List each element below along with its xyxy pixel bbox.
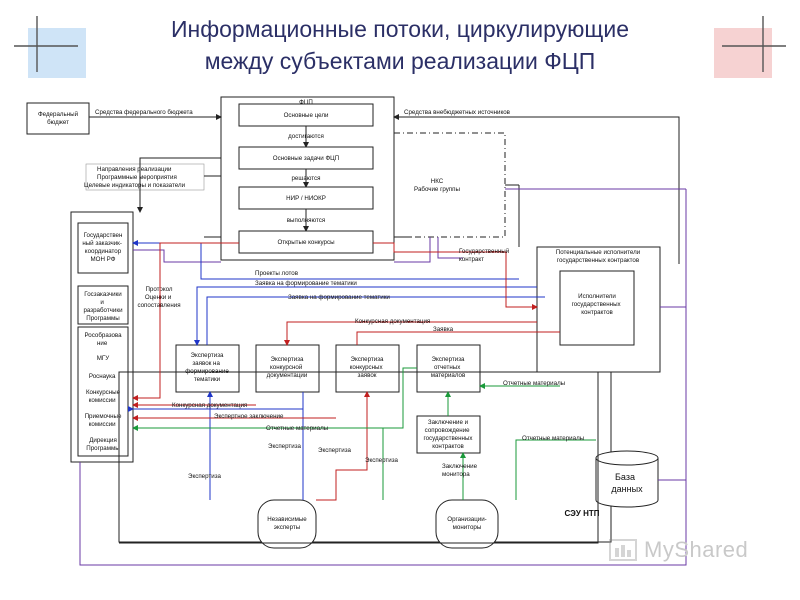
nks-box [393,132,506,238]
presentation-logo-icon [609,539,637,561]
directions-box [85,163,205,191]
monitors-box [435,499,499,549]
contests-box [238,230,374,254]
monitors-label: Организации-мониторы [447,516,486,531]
flow-contest-docs-1: Конкурсная документация [355,318,430,325]
flow-expertise-3: Экспертиза [318,447,352,454]
flow-lot-projects: Проекты лотов [255,270,299,277]
performed-label: выполняются [287,217,325,224]
flow-monitor-conclusion-1: Заключение [442,463,478,470]
flow-expert-conclusion: Экспертное заключение [214,413,284,420]
exp-contest-docs-box [255,344,320,393]
corner-decoration-left [14,16,86,78]
agencies-box [77,326,129,457]
tasks-label: Основные задачи ФЦП [273,155,339,162]
gov-customer-box [77,222,129,274]
goals-label: Основные цели [284,112,329,119]
flow-report-materials-1: Отчетные материалы [503,380,566,387]
flow-topic-request-1: Заявка на формирование тематики [255,280,357,287]
flow-monitor-conclusion-2: монитора [442,471,470,478]
contests-label: Открытые конкурсы [277,239,335,246]
flow-contest-docs-2: Конкурсная документация [172,402,247,409]
flow-expertise-4: Экспертиза [365,457,399,464]
achieved-label: достигаются [288,133,324,140]
flow-gov-contract-2: контракт [459,256,484,263]
gos-zakazchiki-box [77,285,129,325]
exp-apps-topic-box [175,344,240,393]
executors-box [559,270,635,346]
independent-experts-box [257,499,317,549]
solved-label: решаются [291,175,320,182]
database-icon [595,450,659,508]
seu-ntp-label: СЭУ НТП [565,509,600,518]
directions-label: Направления реализации Программные мероп… [84,166,186,189]
corner-decoration-right [714,16,786,78]
slide-title-line-1: Информационные потоки, циркулирующие [170,16,629,42]
flow-budget-funds: Средства федерального бюджета [95,109,193,116]
exp-contest-apps-box [335,344,400,393]
fcp-title: ФЦП [299,99,313,106]
flow-topic-request-2: Заявка на формирование тематики [288,294,390,301]
flow-expertise-1: Экспертиза [188,473,222,480]
flow-application: Заявка [433,326,454,333]
slide-title-line-2: между субъектами реализации ФЦП [204,48,596,74]
conclusion-box [416,415,481,454]
nir-label: НИР / НИОКР [286,195,326,202]
flow-expertise-2: Экспертиза [268,443,302,450]
flow-report-materials-3: Отчетные материалы [522,435,585,442]
federal-budget-box [26,102,90,135]
flow-nonbudget-funds: Средства внебюджетных источников [404,109,511,116]
watermark-text: MyShared [644,537,749,562]
flow-report-materials-2: Отчетные материалы [266,425,329,432]
flow-gov-contract-1: Государственный [459,248,510,255]
